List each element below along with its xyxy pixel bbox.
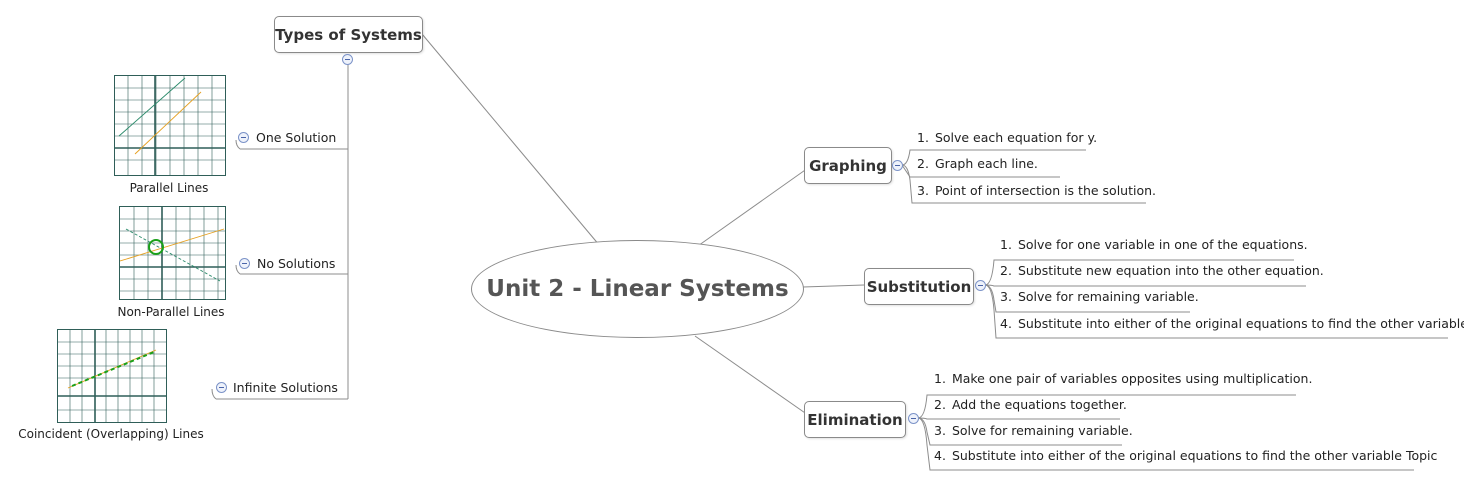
step-number: 3.: [1000, 289, 1012, 304]
elimination-step-1: 1. Make one pair of variables opposites u…: [934, 368, 1312, 392]
step-number: 3.: [934, 423, 946, 438]
collapse-infinite-solutions-icon[interactable]: [216, 382, 227, 393]
elimination-step-3: 3. Solve for remaining variable.: [934, 420, 1133, 444]
graph-parallel-lines: [114, 75, 226, 176]
type-one-solution[interactable]: One Solution: [256, 130, 337, 145]
collapse-no-solutions-icon[interactable]: [239, 258, 250, 269]
non-parallel-lines-plot: [119, 207, 225, 299]
step-text: Solve for one variable in one of the equ…: [1017, 237, 1308, 252]
topic-substitution-title: Substitution: [866, 277, 972, 296]
graphing-step-1: 1. Solve each equation for y.: [917, 127, 1097, 151]
step-text: Solve for remaining variable.: [951, 423, 1133, 438]
step-number: 3.: [917, 183, 929, 198]
topic-types-of-systems-title: Types of Systems: [275, 25, 422, 44]
graph-non-parallel-lines: [119, 206, 226, 300]
graph-coincident-lines: [57, 329, 167, 423]
step-text: Graph each line.: [934, 156, 1038, 171]
central-topic[interactable]: Unit 2 - Linear Systems: [471, 240, 804, 338]
step-text: Make one pair of variables opposites usi…: [951, 371, 1313, 386]
substitution-step-2: 2. Substitute new equation into the other…: [1000, 260, 1324, 284]
collapse-elimination-icon[interactable]: [908, 413, 919, 424]
topic-elimination-title: Elimination: [807, 410, 903, 429]
step-text: Substitute into either of the original e…: [1017, 316, 1464, 331]
collapse-substitution-icon[interactable]: [975, 280, 986, 291]
parallel-lines-plot: [115, 76, 225, 175]
step-number: 1.: [1000, 237, 1012, 252]
step-text: Solve each equation for y.: [934, 130, 1098, 145]
graphing-step-2: 2. Graph each line.: [917, 153, 1038, 177]
step-text: Solve for remaining variable.: [1017, 289, 1199, 304]
topic-graphing-title: Graphing: [809, 156, 887, 175]
step-text: Substitute into either of the original e…: [951, 448, 1438, 463]
caption-coincident-lines: Coincident (Overlapping) Lines: [18, 427, 204, 441]
collapse-graphing-icon[interactable]: [892, 160, 903, 171]
topic-substitution[interactable]: Substitution: [864, 268, 974, 305]
substitution-step-1: 1. Solve for one variable in one of the e…: [1000, 234, 1308, 258]
coincident-lines-plot: [58, 330, 166, 422]
step-text: Point of intersection is the solution.: [934, 183, 1157, 198]
type-no-solutions[interactable]: No Solutions: [257, 256, 336, 271]
collapse-types-icon[interactable]: [342, 54, 353, 65]
caption-parallel-lines: Parallel Lines: [129, 181, 209, 195]
step-number: 1.: [917, 130, 929, 145]
step-text: Add the equations together.: [951, 397, 1127, 412]
graphing-step-3: 3. Point of intersection is the solution.: [917, 180, 1156, 204]
step-number: 4.: [934, 448, 946, 463]
type-infinite-solutions[interactable]: Infinite Solutions: [233, 380, 338, 395]
step-number: 1.: [934, 371, 946, 386]
topic-types-of-systems[interactable]: Types of Systems: [274, 16, 423, 53]
central-topic-title: Unit 2 - Linear Systems: [486, 276, 789, 302]
elimination-step-4: 4. Substitute into either of the original…: [934, 445, 1437, 469]
collapse-one-solution-icon[interactable]: [238, 132, 249, 143]
caption-non-parallel-lines: Non-Parallel Lines: [117, 305, 225, 319]
step-number: 2.: [917, 156, 929, 171]
step-text: Substitute new equation into the other e…: [1017, 263, 1324, 278]
substitution-step-3: 3. Solve for remaining variable.: [1000, 286, 1199, 310]
step-number: 2.: [934, 397, 946, 412]
elimination-step-2: 2. Add the equations together.: [934, 394, 1127, 418]
step-number: 4.: [1000, 316, 1012, 331]
substitution-step-4: 4. Substitute into either of the original…: [1000, 313, 1464, 337]
topic-elimination[interactable]: Elimination: [804, 401, 906, 438]
topic-graphing[interactable]: Graphing: [804, 147, 892, 184]
step-number: 2.: [1000, 263, 1012, 278]
